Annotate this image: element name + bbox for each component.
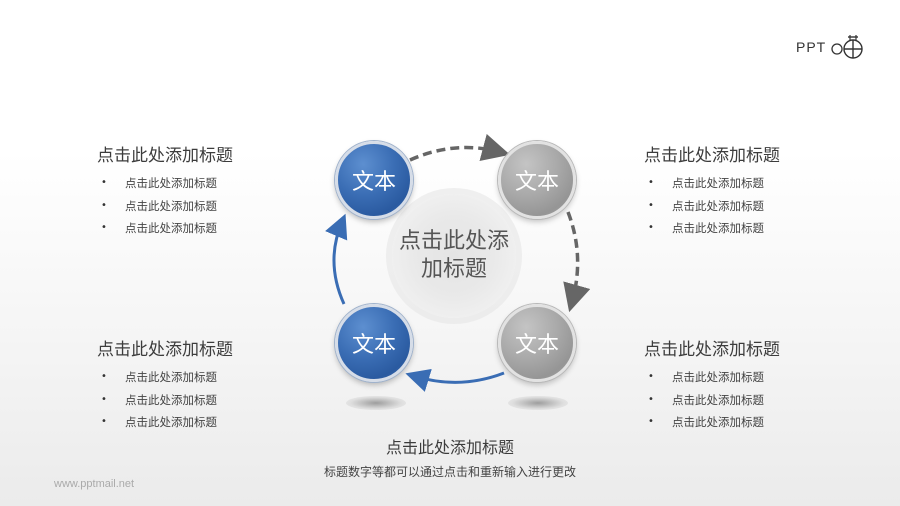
text-block-top-left: 点击此处添加标题 点击此处添加标题 点击此处添加标题 点击此处添加标题: [97, 141, 297, 240]
block-title[interactable]: 点击此处添加标题: [97, 146, 233, 166]
bullet-item[interactable]: 点击此处添加标题: [644, 366, 844, 389]
node-bottom-left[interactable]: 文本: [335, 304, 413, 382]
footer-title[interactable]: 点击此处添加标题: [385, 438, 514, 457]
center-title[interactable]: 点击此处添加标题: [392, 194, 516, 318]
block-title[interactable]: 点击此处添加标题: [97, 340, 233, 360]
text-block-bottom-right: 点击此处添加标题 点击此处添加标题 点击此处添加标题 点击此处添加标题: [644, 335, 844, 434]
bullet-item[interactable]: 点击此处添加标题: [644, 389, 844, 412]
node-top-right[interactable]: 文本: [498, 141, 576, 219]
globe-cross-icon: [831, 35, 863, 59]
sphere-shadow: [346, 396, 406, 410]
bullet-item[interactable]: 点击此处添加标题: [97, 195, 297, 218]
bullet-item[interactable]: 点击此处添加标题: [97, 366, 297, 389]
bullet-item[interactable]: 点击此处添加标题: [644, 195, 844, 218]
bullet-item[interactable]: 点击此处添加标题: [97, 411, 297, 434]
sphere-shadow: [508, 396, 568, 410]
logo-text: PPT: [796, 39, 827, 55]
bullet-item[interactable]: 点击此处添加标题: [97, 389, 297, 412]
text-block-bottom-left: 点击此处添加标题 点击此处添加标题 点击此处添加标题 点击此处添加标题: [97, 335, 297, 434]
arrow-bottom: [405, 368, 505, 392]
bullet-item[interactable]: 点击此处添加标题: [97, 172, 297, 195]
node-bottom-right[interactable]: 文本: [498, 304, 576, 382]
block-title[interactable]: 点击此处添加标题: [644, 146, 780, 166]
bullet-item[interactable]: 点击此处添加标题: [644, 411, 844, 434]
footer-subtitle[interactable]: 标题数字等都可以通过点击和重新输入进行更改: [323, 465, 576, 479]
arrow-top: [409, 133, 511, 162]
arrow-right: [563, 211, 591, 313]
logo: PPT: [796, 34, 864, 60]
bullet-item[interactable]: 点击此处添加标题: [97, 217, 297, 240]
node-top-left[interactable]: 文本: [335, 141, 413, 219]
block-title[interactable]: 点击此处添加标题: [644, 340, 780, 360]
bullet-item[interactable]: 点击此处添加标题: [644, 172, 844, 195]
arrow-left: [325, 213, 348, 305]
website-url: www.pptmail.net: [54, 478, 135, 490]
text-block-top-right: 点击此处添加标题 点击此处添加标题 点击此处添加标题 点击此处添加标题: [644, 141, 844, 240]
bullet-item[interactable]: 点击此处添加标题: [644, 217, 844, 240]
